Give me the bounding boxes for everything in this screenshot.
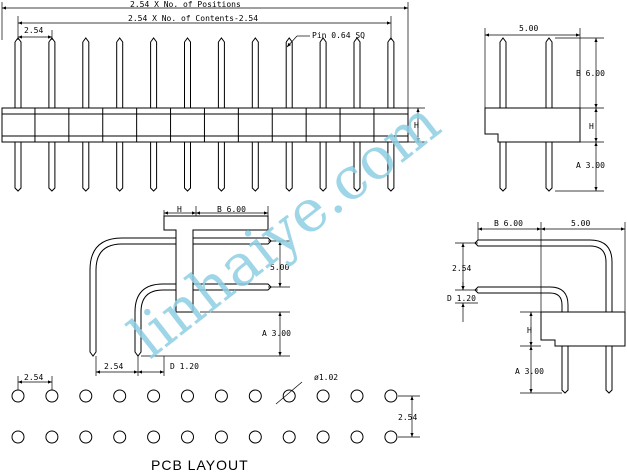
ras-h-label: H bbox=[527, 326, 532, 335]
side-a-dimension: A 3.00 bbox=[576, 161, 605, 170]
header-pin bbox=[251, 37, 259, 192]
right-angle-side-dimensions bbox=[455, 222, 626, 394]
pcb-hole bbox=[350, 430, 364, 444]
header-pin bbox=[48, 37, 56, 192]
pitch-dimension: 2.54 bbox=[24, 26, 43, 35]
pcb-hole bbox=[214, 430, 228, 444]
header-pin bbox=[150, 37, 158, 192]
pcb-hole bbox=[11, 430, 25, 444]
pcb-hole bbox=[214, 389, 228, 403]
ras-b-dimension: B 6.00 bbox=[494, 219, 523, 228]
pcb-hole bbox=[45, 389, 59, 403]
pcb-hole bbox=[79, 430, 93, 444]
ras-a-dimension: A 3.00 bbox=[515, 367, 544, 376]
pcb-hole bbox=[11, 389, 25, 403]
ra-a-dimension: A 3.00 bbox=[262, 329, 291, 338]
pcb-hole bbox=[248, 389, 262, 403]
right-angle-side-view bbox=[474, 239, 626, 394]
pcb-hole bbox=[113, 430, 127, 444]
side-view bbox=[484, 37, 581, 192]
header-pin bbox=[285, 37, 293, 192]
side-h-label: H bbox=[589, 122, 594, 131]
header-pin bbox=[387, 37, 395, 192]
pcb-hole bbox=[316, 389, 330, 403]
pcb-holes bbox=[11, 389, 398, 444]
pin-size-note: Pin 0.64 SQ bbox=[312, 31, 365, 40]
pcb-hole bbox=[248, 430, 262, 444]
right-angle-dimensions bbox=[95, 206, 290, 376]
pcb-hole bbox=[181, 430, 194, 444]
ra-d-dimension: D 1.20 bbox=[170, 362, 199, 371]
ra-pitch-dimension: 2.54 bbox=[104, 362, 123, 371]
pcb-hole bbox=[45, 430, 59, 444]
front-view bbox=[1, 37, 409, 192]
header-pin bbox=[184, 37, 191, 192]
ras-pitch-dimension: 2.54 bbox=[452, 264, 471, 273]
side-width-dimension: 5.00 bbox=[519, 24, 538, 33]
header-pin bbox=[319, 37, 327, 192]
header-pins bbox=[14, 37, 395, 192]
pcb-dimensions bbox=[17, 376, 420, 438]
side-b-dimension: B 6.00 bbox=[576, 69, 605, 78]
positions-dimension: 2.54 X No. of Positions bbox=[130, 0, 241, 9]
contents-dimension: 2.54 X No. of Contents-2.54 bbox=[128, 14, 258, 23]
pcb-hole bbox=[147, 430, 161, 444]
pcb-pitch-dimension: 2.54 bbox=[24, 373, 43, 382]
right-angle-view bbox=[89, 215, 272, 357]
header-pin bbox=[14, 37, 22, 192]
pcb-hole bbox=[384, 430, 398, 444]
pcb-hole bbox=[181, 389, 194, 403]
h-label: H bbox=[414, 121, 419, 130]
ra-height-dimension: 5.00 bbox=[270, 263, 289, 272]
pcb-hole bbox=[350, 389, 364, 403]
pcb-hole bbox=[384, 389, 398, 403]
header-pin bbox=[116, 37, 124, 192]
pcb-hole bbox=[113, 389, 127, 403]
pcb-row-pitch: 2.54 bbox=[398, 413, 417, 422]
ra-b-dimension: B 6.00 bbox=[217, 205, 246, 214]
header-pin bbox=[82, 37, 90, 192]
hole-diameter: ø1.02 bbox=[314, 373, 338, 382]
header-pin bbox=[353, 37, 361, 192]
pcb-hole bbox=[282, 389, 296, 403]
pcb-hole bbox=[79, 389, 93, 403]
pcb-layout-title: PCB LAYOUT bbox=[151, 457, 249, 472]
pcb-hole bbox=[147, 389, 161, 403]
front-dimensions bbox=[1, 2, 425, 143]
ra-h-label: H bbox=[177, 205, 182, 214]
side-dimensions bbox=[484, 28, 604, 192]
header-pin bbox=[217, 37, 225, 192]
ras-width-dimension: 5.00 bbox=[571, 219, 590, 228]
pcb-hole bbox=[282, 430, 296, 444]
pcb-hole bbox=[316, 430, 330, 444]
ras-d-dimension: D 1.20 bbox=[447, 294, 476, 303]
